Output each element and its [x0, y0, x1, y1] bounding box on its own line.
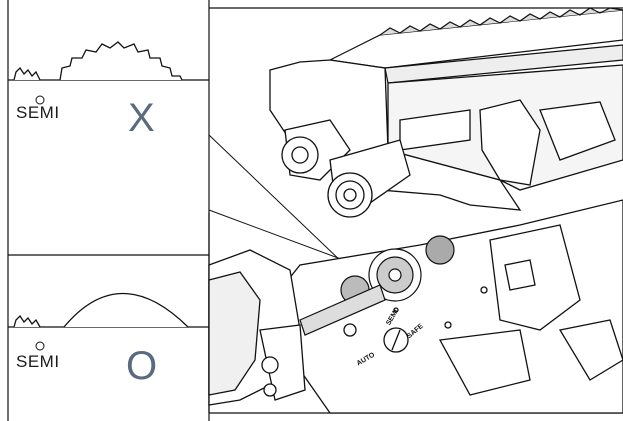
bottom-selector-dot: [35, 341, 45, 351]
top-result-mark: X: [128, 96, 155, 140]
fire-selector: [343, 286, 488, 353]
gearbox-gears: [299, 235, 455, 336]
bottom-result-mark: O: [126, 344, 158, 388]
bottom-gear-illustration: [13, 293, 189, 328]
upper-receiver: [269, 59, 623, 211]
top-gear-illustration: [13, 41, 183, 81]
bottom-mode-label: SEMI: [16, 352, 60, 371]
top-selector-dot: [35, 95, 45, 105]
top-mode-label: SEMI: [16, 103, 60, 122]
lower-receiver: [279, 199, 623, 414]
stock-assembly: [208, 249, 306, 406]
charging-handle: [281, 119, 411, 218]
